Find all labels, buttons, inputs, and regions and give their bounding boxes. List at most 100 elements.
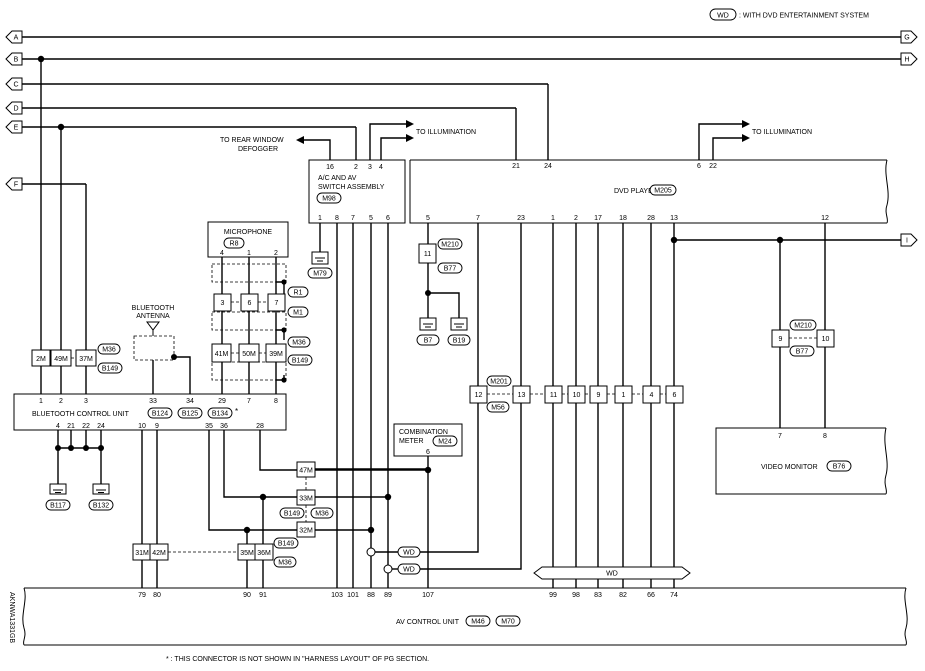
bus-flag-b bbox=[5, 52, 23, 66]
arrow-right-icon bbox=[406, 120, 414, 128]
bcu-grounds: B117 B132 bbox=[45, 430, 114, 511]
connector-b149-mid: B149 bbox=[278, 541, 294, 548]
bluetooth-antenna: BLUETOOTH ANTENNA bbox=[132, 305, 191, 394]
connector-b124: B124 bbox=[152, 411, 168, 418]
connector-m1: M1 bbox=[293, 310, 303, 317]
to-illumination-label: TO ILLUMINATION bbox=[416, 129, 476, 136]
side-code: AKNWA1331GB bbox=[8, 592, 15, 643]
bus-flag-g bbox=[900, 30, 918, 44]
bcu-top-pin: 1 bbox=[39, 398, 43, 405]
jc-bottom-left-pin: 42M bbox=[152, 550, 166, 557]
wd-bracket bbox=[533, 566, 691, 580]
antenna-icon bbox=[146, 321, 160, 331]
ac-switch-wires: M79 bbox=[307, 127, 389, 588]
ac-bottom-pin: 7 bbox=[351, 215, 355, 222]
bus-flag-h bbox=[900, 52, 918, 66]
jc-bottom-left-pin: 31M bbox=[135, 550, 149, 557]
av-pin: 107 bbox=[422, 592, 434, 599]
jc-bottom-mid-pin: 36M bbox=[257, 550, 271, 557]
av-pin: 98 bbox=[572, 592, 580, 599]
jc-video-pin: 10 bbox=[822, 336, 830, 343]
jc-left-pin: 2M bbox=[36, 356, 46, 363]
bcu-top-pin: 8 bbox=[274, 398, 278, 405]
jc-left-pin: 37M bbox=[79, 356, 93, 363]
arrow-right-icon bbox=[742, 120, 750, 128]
connector-m56: M56 bbox=[491, 405, 505, 412]
bus-flag-h-label: H bbox=[904, 57, 909, 64]
microphone-wiring: 3 6 7 R1 M1 41M 50M 39M M36 B149 bbox=[211, 257, 313, 394]
ac-bottom-pin: 1 bbox=[318, 215, 322, 222]
combo-title-2: METER bbox=[399, 438, 424, 445]
jc-11: 11 bbox=[424, 251, 431, 258]
ac-av-title-2: SWITCH ASSEMBLY bbox=[318, 184, 385, 191]
av-pin: 103 bbox=[331, 592, 343, 599]
bcu-top-pin: 34 bbox=[186, 398, 194, 405]
connector-m201: M201 bbox=[490, 379, 508, 386]
jc-dvd-row-pin: 1 bbox=[622, 392, 626, 399]
bus-lines bbox=[20, 36, 903, 241]
video-monitor-title: VIDEO MONITOR bbox=[761, 464, 818, 471]
jc-dvd-row-pin: 4 bbox=[650, 392, 654, 399]
connector-b149: B149 bbox=[292, 358, 308, 365]
legend: WD : WITH DVD ENTERTAINMENT SYSTEM bbox=[709, 8, 869, 21]
ac-top-pin: 4 bbox=[379, 164, 383, 171]
ac-bottom-pin: 5 bbox=[369, 215, 373, 222]
bcu-bottom-pin: 4 bbox=[56, 423, 60, 430]
jc-dvd-row-pin: 12 bbox=[475, 392, 483, 399]
av-pin: 80 bbox=[153, 592, 161, 599]
arrow-right-icon bbox=[742, 134, 750, 142]
arrow-left-icon bbox=[296, 136, 304, 144]
dvd-bottom-pin: 17 bbox=[594, 215, 602, 222]
dvd-top-pin: 21 bbox=[512, 163, 520, 170]
av-pin: 79 bbox=[138, 592, 146, 599]
bluetooth-antenna-title: BLUETOOTH bbox=[132, 305, 175, 312]
connector-m24: M24 bbox=[438, 439, 452, 446]
to-illumination-label-2: TO ILLUMINATION bbox=[752, 129, 812, 136]
legend-wd-pill bbox=[709, 8, 737, 21]
jc-dvd-row-pin: 11 bbox=[550, 392, 557, 399]
bcu-bottom-pin: 21 bbox=[67, 423, 75, 430]
mic-pin: 4 bbox=[220, 250, 224, 257]
microphone-title: MICROPHONE bbox=[224, 229, 273, 236]
bus-flag-b-label: B bbox=[14, 57, 19, 64]
dvd-player: DVD PLAYER M205 21 24 6 22 5 7 23 1 2 17… bbox=[409, 159, 889, 224]
dvd-bottom-pin: 7 bbox=[476, 215, 480, 222]
jc-dvd-row-pin: 10 bbox=[573, 392, 581, 399]
connector-m36-mid: M36 bbox=[278, 560, 292, 567]
connector-b76: B76 bbox=[833, 464, 846, 471]
jc-mid2-pin: 50M bbox=[242, 351, 256, 358]
av-pin: 66 bbox=[647, 592, 655, 599]
bus-flag-g-label: G bbox=[904, 35, 909, 42]
microphone: MICROPHONE R8 4 1 2 bbox=[207, 221, 289, 258]
bluetooth-antenna-title-2: ANTENNA bbox=[136, 313, 170, 320]
bcu-title: BLUETOOTH CONTROL UNIT bbox=[32, 411, 130, 418]
bcu-bottom-pin: 24 bbox=[97, 423, 105, 430]
av-pin: 88 bbox=[367, 592, 375, 599]
connector-b149-stack: B149 bbox=[284, 511, 300, 518]
connector-r8: R8 bbox=[230, 241, 239, 248]
dvd-bottom-pin: 18 bbox=[619, 215, 627, 222]
jc-stack-pin: 33M bbox=[299, 496, 313, 503]
jc-mid-pin: 6 bbox=[248, 300, 252, 307]
wd-circle bbox=[383, 564, 393, 574]
connector-b134: B134 bbox=[212, 411, 228, 418]
jc-mid2-pin: 41M bbox=[215, 351, 229, 358]
jc-stack-pin: 47M bbox=[299, 468, 313, 475]
dvd-bottom-pin: 5 bbox=[426, 215, 430, 222]
connector-b19: B19 bbox=[453, 338, 466, 345]
to-rear-window-label: TO REAR WINDOW bbox=[220, 137, 284, 144]
wd-label: WD bbox=[403, 550, 415, 557]
av-pin: 91 bbox=[259, 592, 267, 599]
bcu-top-pin: 29 bbox=[218, 398, 226, 405]
bus-flag-c-label: C bbox=[13, 82, 18, 89]
bluetooth-control-unit: BLUETOOTH CONTROL UNIT B124 B125 B134 * … bbox=[13, 393, 287, 431]
connector-m36-stack: M36 bbox=[315, 511, 329, 518]
combo-title-1: COMBINATION bbox=[399, 429, 448, 436]
jc-dvd-row-pin: 13 bbox=[518, 392, 526, 399]
ac-bottom-pin: 8 bbox=[335, 215, 339, 222]
dvd-bottom-pin: 1 bbox=[551, 215, 555, 222]
wd-circle bbox=[366, 547, 376, 557]
bus-flag-e bbox=[5, 120, 23, 134]
bcu-bottom-pin: 35 bbox=[205, 423, 213, 430]
